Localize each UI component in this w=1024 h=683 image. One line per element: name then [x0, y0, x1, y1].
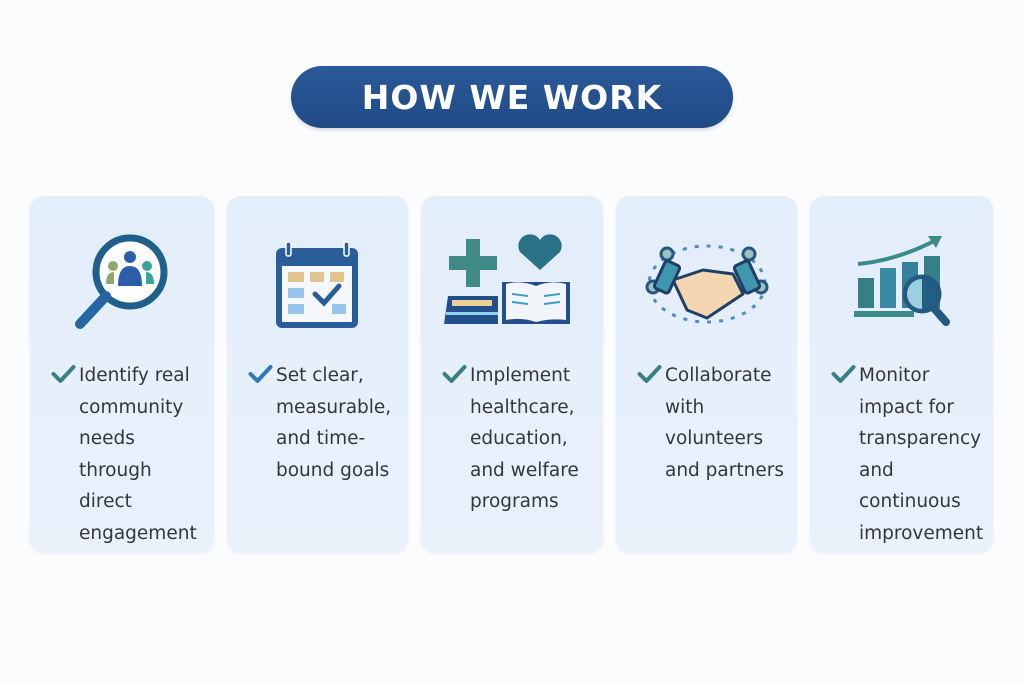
magnifier-people-icon [75, 234, 168, 329]
step-card-implement: Implement healthcare, education, and wel… [421, 196, 603, 553]
health-education-icon [444, 234, 570, 324]
step-text: Collaborate with volunteers and partners [665, 365, 784, 481]
calendar-check-icon [275, 241, 358, 328]
step-text: Implement healthcare, education, and wel… [470, 365, 579, 512]
check-icon [637, 365, 662, 383]
check-icon [51, 365, 76, 383]
step-text: Set clear, measurable, and time-bound go… [276, 365, 392, 481]
step-card-goals: Set clear, measurable, and time-bound go… [227, 196, 408, 553]
step-card-monitor: Monitor impact for transparency and cont… [810, 196, 993, 553]
check-icon [248, 365, 273, 383]
chart-magnifier-icon [853, 236, 950, 326]
handshake-icon [645, 244, 768, 324]
step-card-collaborate: Collaborate with volunteers and partners [616, 196, 797, 553]
check-icon [831, 365, 856, 383]
check-icon [442, 365, 467, 383]
page-title: HOW WE WORK [291, 66, 733, 128]
step-card-identify: Identify real community needs through di… [30, 196, 214, 553]
step-text: Identify real community needs through di… [79, 365, 197, 544]
step-text: Monitor impact for transparency and cont… [859, 365, 984, 544]
